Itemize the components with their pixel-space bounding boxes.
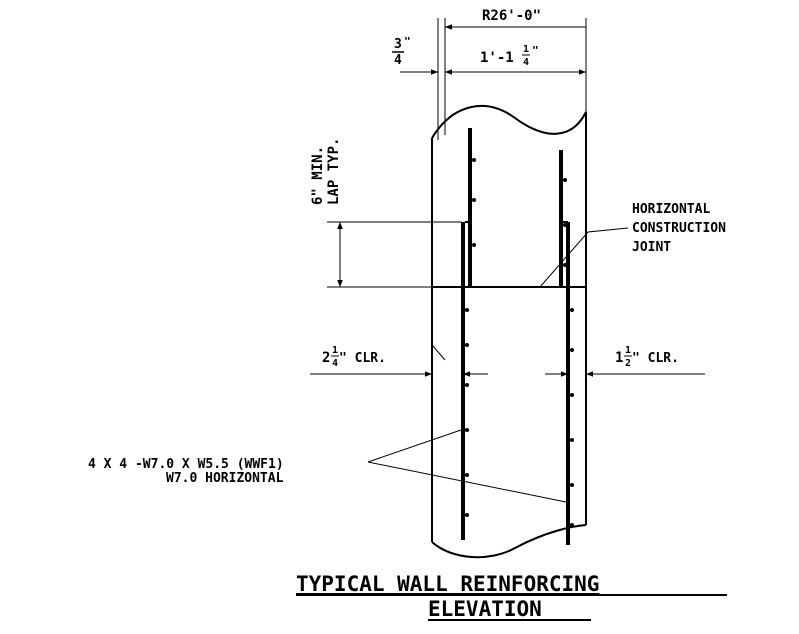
cover-fraction: 3 4 " xyxy=(392,35,411,68)
svg-text:2: 2 xyxy=(322,350,330,366)
horizontal-wire-dots xyxy=(465,158,574,527)
lap-label-line1: 6" MIN. xyxy=(310,146,326,205)
svg-text:1'-1: 1'-1 xyxy=(480,50,514,66)
svg-text:1: 1 xyxy=(523,44,529,55)
joint-label-line3: JOINT xyxy=(632,240,671,255)
svg-text:1: 1 xyxy=(625,345,631,356)
joint-label-line1: HORIZONTAL xyxy=(632,202,710,217)
reinforcing-bars xyxy=(461,128,574,545)
mesh-label-line2: W7.0 HORIZONTAL xyxy=(166,471,284,486)
svg-text:3: 3 xyxy=(394,37,402,52)
title-line2: ELEVATION xyxy=(428,597,542,621)
left-clearance-dimension xyxy=(310,344,488,377)
svg-text:4: 4 xyxy=(523,57,529,68)
svg-text:4: 4 xyxy=(394,53,402,68)
joint-label-line2: CONSTRUCTION xyxy=(632,221,726,236)
bottom-break-line xyxy=(431,524,587,559)
lap-dimension xyxy=(327,221,462,288)
wall-outline xyxy=(431,18,587,559)
svg-text:": " xyxy=(532,44,539,57)
title-line1: TYPICAL WALL REINFORCING xyxy=(296,572,599,596)
svg-text:" CLR.: " CLR. xyxy=(632,351,679,366)
top-break-line xyxy=(431,104,587,139)
left-clearance-label: 2 1 4 " CLR. xyxy=(322,345,386,369)
svg-text:" CLR.: " CLR. xyxy=(339,351,386,366)
lap-label-line2: LAP TYP. xyxy=(326,138,342,205)
wall-thickness-label: 1'-1 1 4 " xyxy=(480,44,539,68)
svg-text:4: 4 xyxy=(332,358,338,369)
svg-text:1: 1 xyxy=(332,345,338,356)
svg-text:1: 1 xyxy=(615,350,623,366)
right-clearance-label: 1 1 2 " CLR. xyxy=(615,345,679,369)
svg-text:2: 2 xyxy=(625,358,631,369)
mesh-leaders xyxy=(367,429,567,503)
radius-label: R26'-0" xyxy=(482,8,541,24)
joint-leader xyxy=(539,227,629,288)
mesh-label-line1: 4 X 4 -W7.0 X W5.5 (WWF1) xyxy=(88,457,284,472)
svg-text:": " xyxy=(404,35,411,48)
